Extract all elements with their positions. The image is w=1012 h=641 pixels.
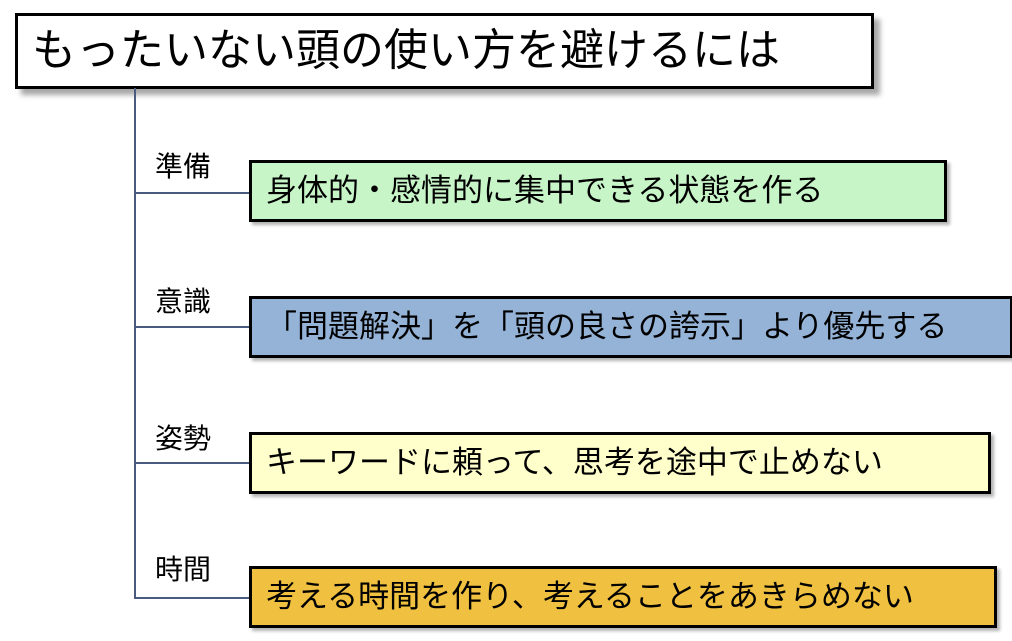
branch-label-time: 時間 — [155, 553, 212, 586]
branch-box-preparation: 身体的・感情的に集中できる状態を作る — [249, 160, 947, 222]
branch-connector-line — [134, 192, 250, 194]
branch-connector-line — [134, 597, 250, 599]
branch-connector-line — [134, 462, 250, 464]
branch-label-preparation: 準備 — [155, 150, 212, 183]
branch-label-awareness: 意識 — [155, 285, 212, 318]
trunk-connector-line — [134, 88, 136, 599]
branch-box-awareness: 「問題解決」を「頭の良さの誇示」より優先する — [249, 296, 1012, 358]
diagram-title: もったいない頭の使い方を避けるには — [15, 13, 874, 89]
branch-connector-line — [134, 326, 250, 328]
branch-box-time: 考える時間を作り、考えることをあきらめない — [249, 566, 997, 628]
branch-label-attitude: 姿勢 — [155, 422, 212, 455]
branch-box-attitude: キーワードに頼って、思考を途中で止めない — [249, 432, 991, 494]
